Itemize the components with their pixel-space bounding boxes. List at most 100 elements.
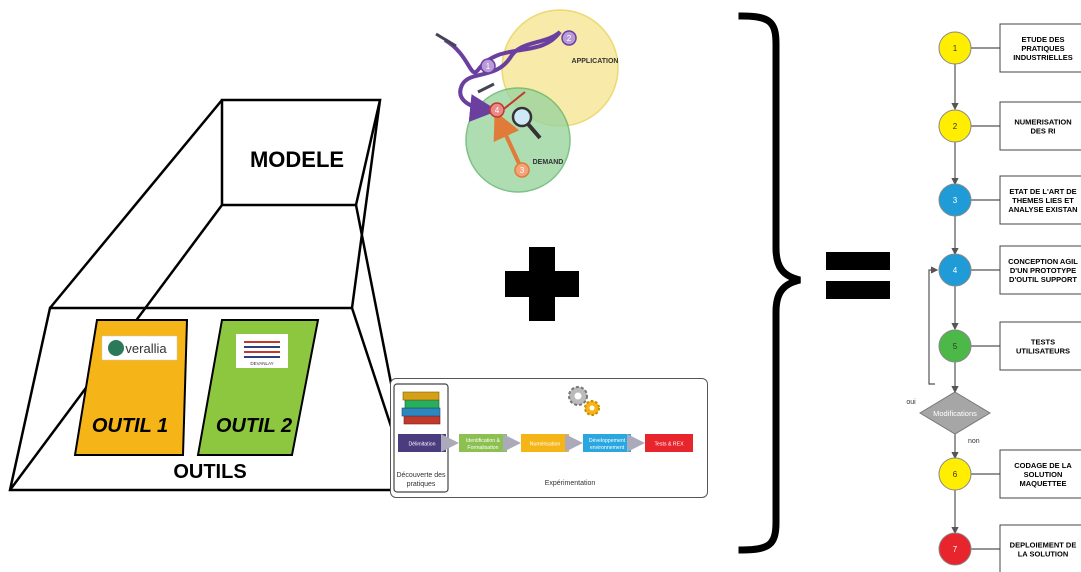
svg-text:4: 4 — [495, 106, 500, 115]
step-text-line: DES RI — [1030, 127, 1055, 136]
step-circle — [938, 253, 972, 287]
plus-icon — [505, 247, 579, 321]
process-step-label: Formalisation — [467, 445, 498, 451]
process-step: Tests & REX — [645, 434, 693, 452]
process-step-label: Tests & REX — [654, 442, 684, 448]
application-label: APPLICATION — [572, 58, 619, 65]
step-text-line: THEMES LIES ET — [1012, 196, 1074, 205]
no-label: non — [968, 438, 980, 445]
step-text-line: UTILISATEURS — [1016, 347, 1070, 356]
step-number: 7 — [953, 545, 958, 554]
syringe-icon — [477, 82, 495, 94]
process-step-box — [398, 434, 446, 452]
verallia-logo-text: verallia — [125, 341, 167, 356]
process-step: Identification &Formalisation — [459, 434, 507, 452]
step-text-line: INDUSTRIELLES — [1013, 53, 1073, 62]
step-number: 1 — [953, 44, 958, 53]
step-number: 5 — [953, 342, 958, 351]
process-step-box — [459, 434, 507, 452]
process-step-label: environnement — [590, 445, 625, 451]
step-circle — [938, 457, 972, 491]
discovery-label-line1: Découverte des — [396, 472, 446, 479]
verallia-logo-icon — [108, 340, 124, 356]
equals-icon — [826, 252, 890, 299]
venn-node: 3 — [514, 162, 530, 178]
application-path — [443, 30, 562, 122]
step-number: 2 — [953, 122, 958, 131]
process-step: Délimitation — [398, 434, 446, 452]
perspective-edge — [49, 99, 223, 309]
model-tools-diagram: MODELE OUTILS verallia OUTIL 1 DEVANLAY … — [8, 98, 414, 492]
step-box — [999, 449, 1081, 499]
step-box — [999, 245, 1081, 295]
step-text-line: SOLUTION — [1024, 470, 1063, 479]
devanlay-logo-text: DEVANLAY — [250, 361, 273, 366]
process-step-label: Développement — [589, 438, 626, 444]
gears-icon — [568, 386, 600, 416]
books-icon — [401, 391, 441, 425]
process-step: Numérisation — [521, 434, 569, 452]
step-text-line: D'OUTIL SUPPORT — [1009, 275, 1077, 284]
svg-text:3: 3 — [520, 166, 525, 175]
step-text-line: MAQUETTEE — [1019, 479, 1066, 488]
step-text-line: D'UN PROTOTYPE — [1010, 266, 1076, 275]
step-text-line: LA SOLUTION — [1018, 550, 1069, 559]
step-box — [999, 101, 1081, 151]
process-step-label: Numérisation — [530, 442, 561, 448]
devanlay-logo-icon — [244, 341, 280, 358]
syringe-icon — [435, 32, 457, 48]
step-circle — [938, 109, 972, 143]
venn-diagram: APPLICATION DEMAND 1 2 3 4 — [435, 9, 619, 193]
step-text-line: ETAT DE L'ART DE — [1009, 187, 1076, 196]
step-number: 3 — [953, 196, 958, 205]
process-step-box — [645, 434, 693, 452]
magnifier-icon — [511, 106, 542, 140]
step-number: 6 — [953, 470, 958, 479]
step-number: 4 — [953, 266, 958, 275]
step-text-line: NUMERISATION — [1014, 118, 1071, 127]
step-circle — [938, 183, 972, 217]
curly-brace — [738, 12, 801, 554]
step-text-line: TESTS — [1031, 338, 1055, 347]
step-text-line: ANALYSE EXISTAN — [1008, 205, 1077, 214]
step-text-line: CONCEPTION AGIL — [1008, 257, 1078, 266]
tool2-label: OUTIL 2 — [216, 415, 292, 437]
tool1-label: OUTIL 1 — [92, 415, 168, 437]
demand-label: DEMAND — [533, 159, 564, 166]
model-label: MODELE — [250, 147, 344, 172]
venn-node: 1 — [480, 58, 496, 74]
step-box — [999, 23, 1081, 73]
step-text-line: CODAGE DE LA — [1014, 461, 1072, 470]
experimentation-label: Expérimentation — [545, 480, 596, 487]
yes-label: oui — [906, 399, 916, 406]
process-step-box — [521, 434, 569, 452]
flow-loop — [928, 266, 939, 385]
step-box — [999, 524, 1081, 572]
process-step-label: Délimitation — [408, 442, 435, 448]
decision-label: Modifications — [933, 409, 977, 418]
decision-diamond — [919, 391, 991, 435]
venn-node: 2 — [561, 30, 577, 46]
step-text-line: ETUDE DES — [1022, 35, 1065, 44]
svg-text:1: 1 — [486, 62, 491, 71]
demand-arrow — [493, 110, 524, 171]
step-box — [999, 321, 1081, 371]
venn-node: 4 — [489, 102, 505, 118]
process-card: Délimitation Identification &Formalisatio… — [390, 378, 708, 498]
perspective-edge — [350, 99, 382, 309]
step-circle — [938, 329, 972, 363]
process-step-label: Identification & — [466, 438, 501, 444]
tools-label: OUTILS — [173, 461, 246, 483]
step-circle — [938, 31, 972, 65]
step-box — [999, 175, 1081, 225]
svg-text:2: 2 — [567, 34, 572, 43]
